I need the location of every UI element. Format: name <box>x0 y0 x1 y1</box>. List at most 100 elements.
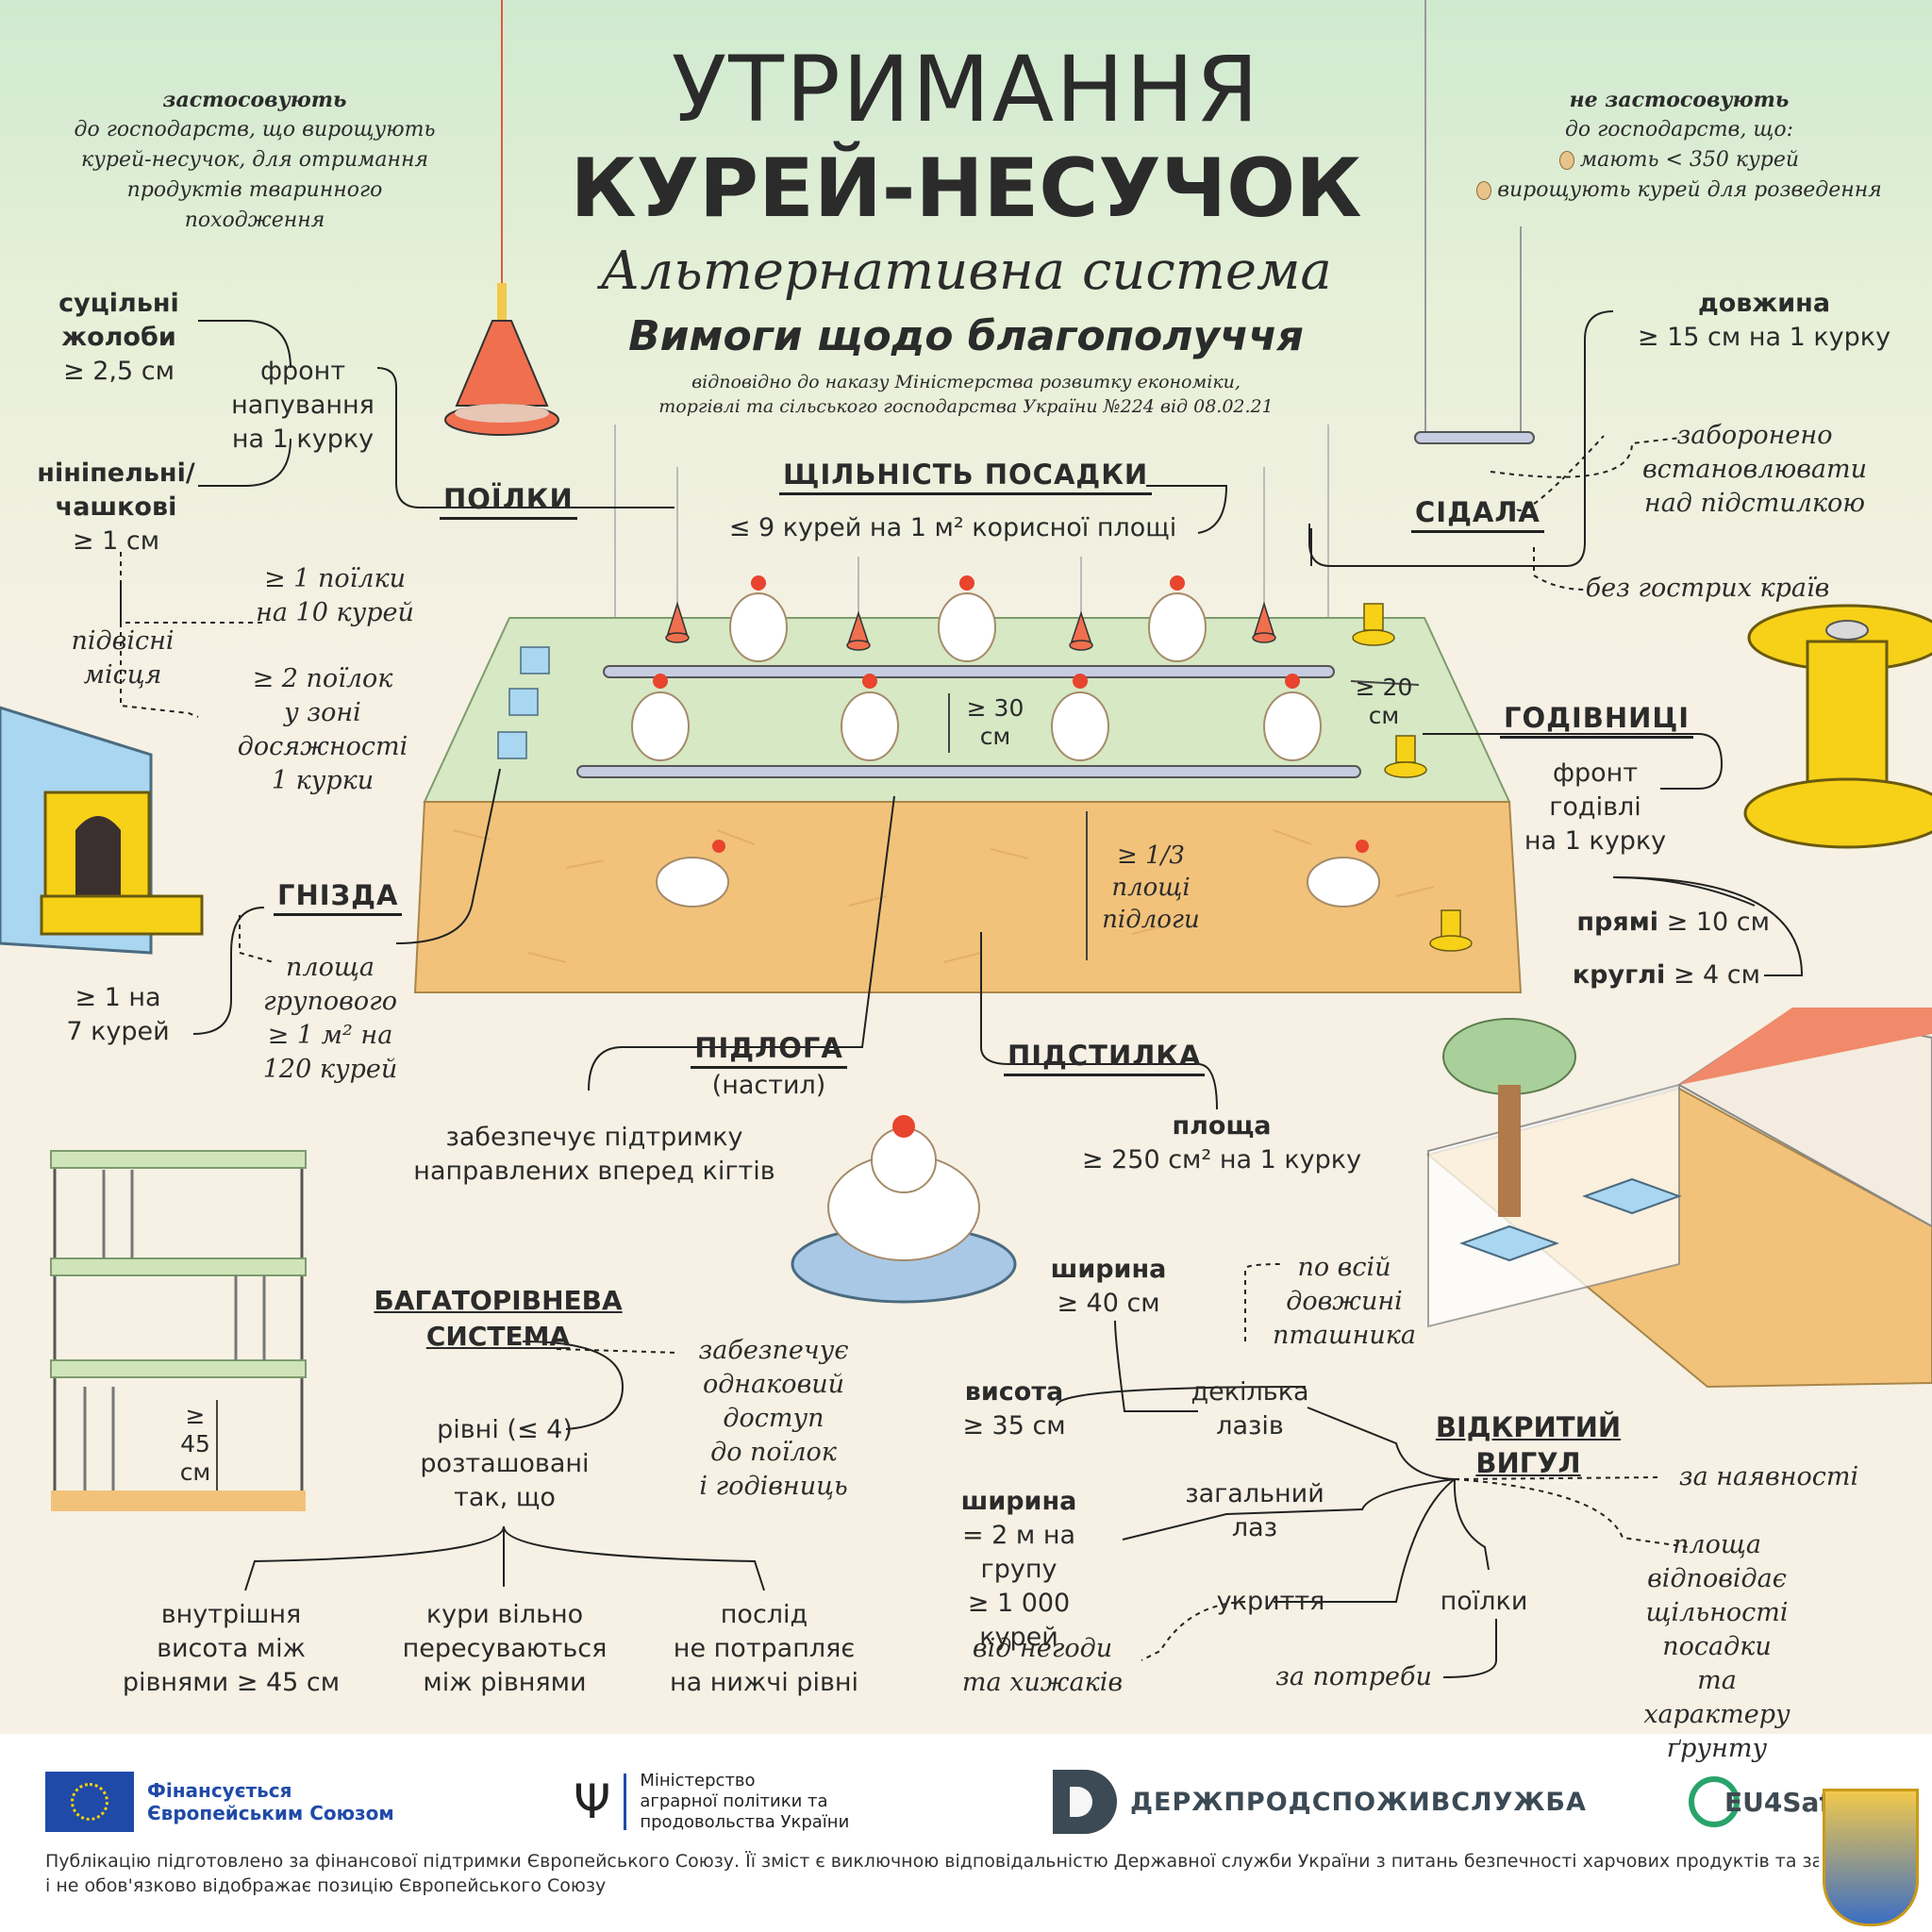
per10-block: ≥ 1 поїлки на 10 курей <box>245 562 425 630</box>
floor-desc: забезпечує підтримку направлених вперед … <box>396 1121 792 1189</box>
gap20: ≥ 20 см <box>1351 674 1417 730</box>
gap45-l2: см <box>179 1458 211 1486</box>
floor-heading: ПІДЛОГА <box>691 1030 847 1069</box>
nipple-l1: нініпельні/ <box>37 458 195 488</box>
multitier-levels-l3: так, що <box>454 1483 556 1512</box>
nest-group: площа групового ≥ 1 м² на 120 курей <box>245 951 415 1087</box>
drink-front-l3: на 1 курку <box>231 425 375 454</box>
reach-l1: ≥ 2 поїлок <box>252 664 393 693</box>
common-width-l2: ≥ 1 000 курей <box>967 1589 1071 1652</box>
feed-front-block: фронт годівлі на 1 курку <box>1506 757 1685 858</box>
outdoor-area: площа відповідає щільності посадки та ха… <box>1594 1528 1840 1766</box>
shelter-from-l1: від негоди <box>972 1634 1113 1663</box>
third-area: ≥ 1/3 площі підлоги <box>1094 840 1208 936</box>
multitier-levels-l1: рівні (≤ 4) <box>437 1415 573 1444</box>
multitier-heading: БАГАТОРІВНЕВА СИСТЕМА <box>366 1283 630 1355</box>
gap20-l1: ≥ 20 <box>1355 674 1413 701</box>
floor-sub: (настил) <box>711 1071 826 1100</box>
multitier-height-l2: висота між <box>157 1634 306 1663</box>
per10-l2: на 10 курей <box>256 598 414 627</box>
multitier-equal: забезпечує однаковий доступ до поїлок і … <box>679 1334 868 1504</box>
density-value: ≤ 9 курей на 1 м² корисної площі <box>728 513 1177 542</box>
common-pophole: загальний лаз <box>1179 1477 1330 1545</box>
pophole-width-value: ≥ 40 см <box>1057 1289 1160 1318</box>
feeder-round: круглі ≥ 4 см <box>1524 958 1760 992</box>
disclaimer-l2: і не обов'язково відображає позицію Євро… <box>45 1875 607 1896</box>
outdoor-heading-l2: ВИГУЛ <box>1475 1447 1581 1479</box>
trough-l1: суцільні <box>58 289 179 318</box>
feeder-straight-value: ≥ 10 см <box>1666 908 1770 937</box>
title-line1: УТРИМАННЯ <box>671 37 1261 142</box>
perch-icon <box>1414 431 1535 444</box>
outdoor-heading-l1: ВІДКРИТИЙ <box>1435 1411 1622 1443</box>
multitier-move-l1: кури вільно <box>425 1600 584 1629</box>
dpss-icon <box>1053 1770 1117 1834</box>
multitier-droppings-l3: на нижчі рівні <box>669 1668 859 1697</box>
reach-l3: 1 курки <box>271 766 375 795</box>
egg-icon <box>1476 181 1492 200</box>
egg-icon <box>1558 151 1574 170</box>
pophole-width-title: ширина <box>1050 1255 1167 1284</box>
multitier-levels: рівні (≤ 4) розташовані так, що <box>396 1413 613 1515</box>
ministry-logo: Ψ Міністерство аграрної політики та прод… <box>574 1764 849 1840</box>
nest-per7-l1: ≥ 1 на <box>75 983 161 1012</box>
gap45: ≥ 45 см <box>172 1402 219 1487</box>
nest-group-l2: групового <box>262 987 398 1016</box>
drink-front-l1: фронт <box>259 357 346 386</box>
multitier-equal-l1: забезпечує <box>698 1336 849 1365</box>
shelter-from-l2: та хижаків <box>961 1668 1124 1697</box>
title-line2: КУРЕЙ-НЕСУЧОК <box>570 142 1362 236</box>
nipple-l3: ≥ 1 см <box>72 526 160 556</box>
multitier-droppings: послід не потрапляє на нижчі рівні <box>651 1598 877 1700</box>
pophole-height: висота ≥ 35 см <box>953 1375 1075 1443</box>
big-drinker-icon <box>444 283 559 436</box>
nipple-l2: чашкові <box>55 492 177 522</box>
common-width-l1: = 2 м на групу <box>961 1521 1076 1584</box>
feed-front-l1: фронт <box>1552 758 1639 788</box>
floor-block: ПІДЛОГА (настил) <box>679 1030 858 1103</box>
multitier-move: кури вільно пересуваються між рівнями <box>387 1598 623 1700</box>
drink-front-block: фронт напування на 1 курку <box>213 355 392 457</box>
outdoor-heading: ВІДКРИТИЙ ВИГУЛ <box>1415 1409 1641 1481</box>
scene-feeders <box>1352 603 1473 952</box>
not-applies-item: вирощують курей для розведення <box>1462 175 1896 206</box>
third-l2: площі <box>1111 874 1191 902</box>
feeder-straight-label: прямі <box>1576 908 1659 937</box>
outdoor-area-l1: площа <box>1673 1530 1761 1559</box>
nest-per7: ≥ 1 на 7 курей <box>47 981 189 1049</box>
if-available: за наявності <box>1678 1462 1859 1491</box>
outdoor-drinkers: поїлки <box>1440 1587 1528 1616</box>
perch-length-value: ≥ 15 см на 1 курку <box>1637 323 1891 352</box>
common-pophole-l1: загальний <box>1185 1479 1324 1508</box>
feeder-straight: прямі ≥ 10 см <box>1543 906 1770 940</box>
perch-forbidden-l1: заборонено <box>1676 421 1833 450</box>
floor-desc-l1: забезпечує підтримку <box>445 1123 743 1152</box>
not-applies-item: мають < 350 курей <box>1462 145 1896 175</box>
trough-l3: ≥ 2,5 см <box>63 357 175 386</box>
perch-forbidden-l3: над підстилкою <box>1643 489 1866 518</box>
nest-per7-l2: 7 курей <box>66 1017 170 1046</box>
feed-front-l3: на 1 курку <box>1524 826 1667 856</box>
eu-flag-icon <box>45 1772 134 1832</box>
nest-group-l3: ≥ 1 м² на <box>267 1021 393 1050</box>
dpss-text: ДЕРЖПРОДСПОЖИВСЛУЖБА <box>1130 1787 1587 1817</box>
applies-line: продуктів тваринного походження <box>126 178 383 232</box>
subtitle2: Вимоги щодо благополуччя <box>628 312 1304 360</box>
multitier-height-l3: рівнями ≥ 45 см <box>122 1668 341 1697</box>
eu-logo: Фінансується Європейським Союзом <box>45 1764 394 1840</box>
shelter-from: від негоди та хижаків <box>953 1632 1132 1700</box>
litter-floor <box>413 801 1523 993</box>
multitier-equal-l3: доступ <box>723 1404 824 1433</box>
drink-front-l2: напування <box>231 391 375 420</box>
gap30-l2: см <box>979 723 1011 750</box>
pophole-length-l3: пташника <box>1272 1321 1417 1350</box>
multitier-droppings-l1: послід <box>720 1600 808 1629</box>
trough-block: суцільні жолоби ≥ 2,5 см <box>43 287 194 389</box>
gap30: ≥ 30 см <box>962 694 1028 751</box>
drinkers-heading: ПОЇЛКИ <box>440 481 577 520</box>
feeder-round-label: круглі <box>1572 960 1666 990</box>
as-needed: за потреби <box>1275 1662 1432 1691</box>
litter-area: площа ≥ 250 см² на 1 курку <box>1075 1109 1368 1177</box>
common-pophole-l2: лаз <box>1231 1513 1278 1542</box>
outdoor-area-l5: характеру ґрунту <box>1643 1700 1790 1763</box>
